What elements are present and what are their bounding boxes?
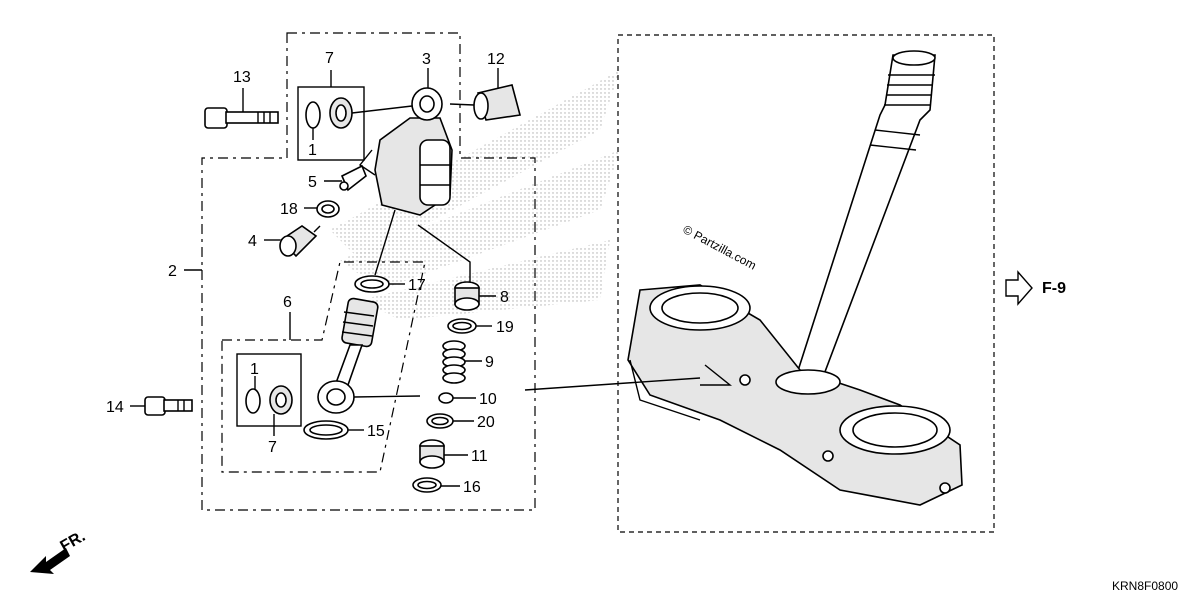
callout-10: 10 [479, 391, 497, 408]
front-arrow-icon [30, 548, 70, 574]
part-18-o-ring[interactable] [316, 200, 340, 218]
callout-19: 19 [496, 319, 514, 336]
callout-1-bottom: 1 [250, 361, 259, 378]
kit-7-box-bottom [236, 353, 302, 427]
callout-13: 13 [233, 69, 251, 86]
assembly-boundary-2 [201, 32, 536, 511]
part-3-damper-body[interactable] [358, 87, 453, 216]
leader-lines [130, 68, 701, 487]
callout-7-top: 7 [325, 50, 334, 67]
callout-15: 15 [367, 423, 385, 440]
callout-14: 14 [106, 399, 124, 416]
reference-f9[interactable]: F-9 [1005, 270, 1066, 306]
part-9-spring[interactable] [442, 340, 466, 384]
callout-5: 5 [308, 174, 317, 191]
assembly-boundary-6 [221, 261, 426, 473]
callout-4: 4 [248, 233, 257, 250]
part-20-o-ring[interactable] [426, 413, 454, 429]
part-19-o-ring[interactable] [447, 318, 477, 334]
part-12-cap[interactable] [473, 84, 522, 121]
diagram-code: KRN8F0800 [1112, 579, 1178, 593]
triple-clamp-boundary [617, 34, 995, 533]
part-16-ring[interactable] [412, 477, 442, 493]
part-7-bushing-bottom[interactable] [269, 385, 293, 415]
callout-8: 8 [500, 289, 509, 306]
part-7-bushing-top[interactable] [329, 97, 353, 129]
part-4-adjuster[interactable] [279, 225, 321, 258]
callout-17: 17 [408, 277, 426, 294]
part-17-o-ring[interactable] [354, 275, 390, 293]
watermark-text: © Partzilla.com [681, 222, 759, 272]
part-10-washer[interactable] [438, 392, 454, 404]
part-8-plug[interactable] [454, 281, 480, 311]
part-13-bolt[interactable] [204, 107, 279, 129]
part-6-damper-rod[interactable] [317, 297, 379, 414]
callout-12: 12 [487, 51, 505, 68]
callout-3: 3 [422, 51, 431, 68]
part-1-seal-bottom[interactable] [245, 388, 261, 414]
callout-9: 9 [485, 354, 494, 371]
part-15-washer[interactable] [303, 420, 349, 440]
part-5-valve[interactable] [339, 164, 367, 192]
front-marker: FR. [30, 528, 88, 574]
part-1-seal-top[interactable] [305, 101, 321, 129]
part-14-bolt[interactable] [144, 396, 193, 416]
callout-16: 16 [463, 479, 481, 496]
background-wing-logo [330, 70, 620, 320]
callout-1-top: 1 [308, 142, 317, 159]
callout-20: 20 [477, 414, 495, 431]
part-11-plug[interactable] [419, 439, 445, 469]
steering-stem-triple-clamp[interactable] [627, 50, 963, 506]
reference-arrow-icon [1005, 270, 1033, 306]
callout-7-bottom: 7 [268, 439, 277, 456]
callout-6: 6 [283, 294, 292, 311]
callout-18: 18 [280, 201, 298, 218]
reference-label: F-9 [1042, 280, 1066, 297]
callout-2: 2 [168, 263, 177, 280]
callout-11: 11 [471, 448, 488, 465]
